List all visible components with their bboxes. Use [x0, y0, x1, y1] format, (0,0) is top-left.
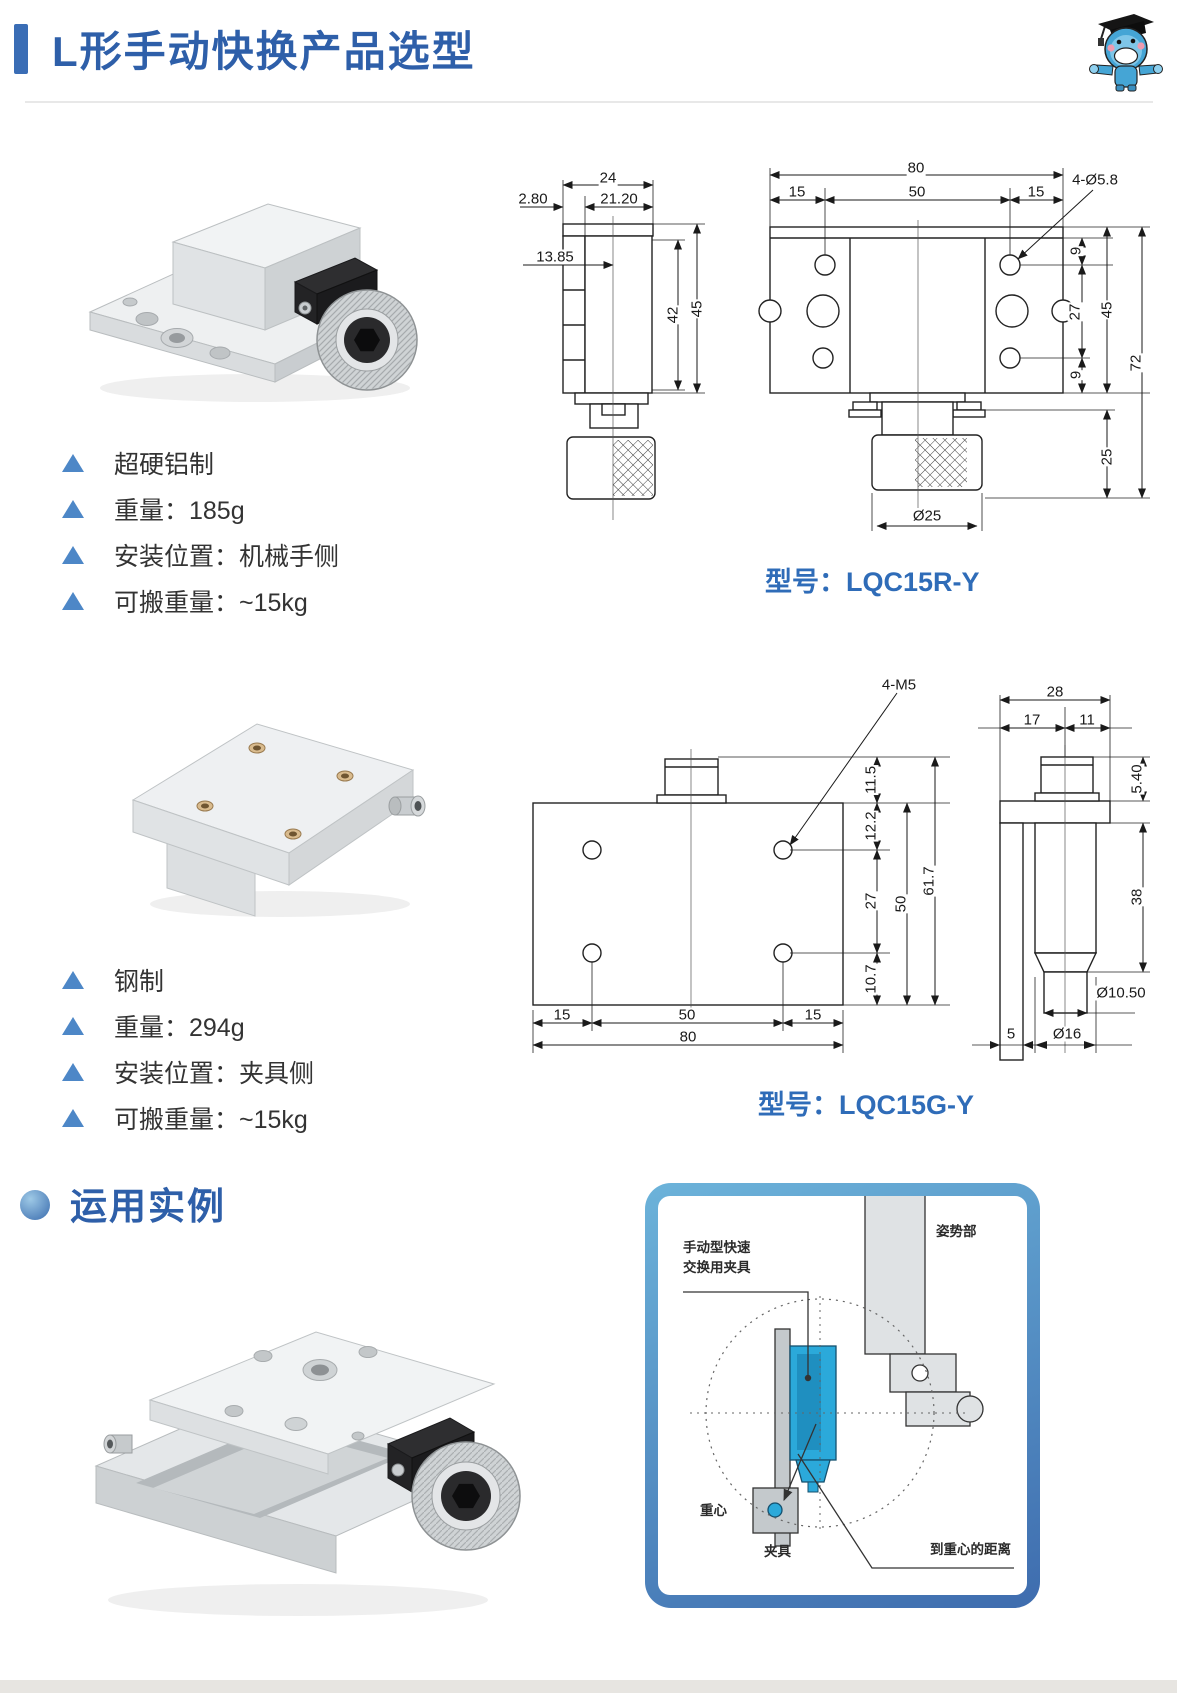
section-title: 运用实例 — [70, 1186, 226, 1227]
triangle-bullet-icon — [62, 1109, 84, 1127]
label-center-of-gravity: 重心 — [700, 1503, 727, 1518]
spec-text: 可搬重量：~15kg — [114, 589, 308, 617]
dim-label: Ø10.50 — [1095, 984, 1147, 1002]
dim-label: 15 — [787, 183, 807, 201]
dim-label: 15 — [803, 1006, 823, 1024]
label-quick-change-clamp: 手动型快速 交换用夹具 — [683, 1240, 751, 1275]
dim-label: 15 — [552, 1006, 572, 1024]
page-title: L形手动快换产品选型 — [52, 28, 476, 75]
footer-band — [0, 1680, 1177, 1693]
application-diagram: 手动型快速 交换用夹具 姿势部 重心 夹具 到重心的距离 — [658, 1196, 1027, 1595]
dim-label: 50 — [677, 1006, 697, 1024]
dim-label: 50 — [892, 894, 910, 914]
dim-label: 42 — [664, 305, 682, 325]
dim-label: 80 — [906, 159, 926, 177]
spec-text: 可搬重量：~15kg — [114, 1106, 308, 1134]
technical-drawing-lqc15g: 4-M5 11.5 12.2 27 10.7 50 61.7 15 50 15 … — [495, 645, 1155, 1080]
label-fixture: 夹具 — [764, 1544, 791, 1559]
technical-drawing-lqc15r: 24 21.20 2.80 13.85 42 45 80 15 50 15 4-… — [445, 128, 1155, 548]
triangle-bullet-icon — [62, 592, 84, 610]
dim-label: 9 — [1067, 369, 1085, 381]
spec-row: 钢制 — [62, 962, 164, 998]
dim-label: 11.5 — [862, 764, 880, 796]
section-bullet-icon — [20, 1190, 50, 1220]
dim-label: 13.85 — [535, 248, 575, 266]
label-distance-to-cog: 到重心的距离 — [930, 1542, 1011, 1557]
dim-label: 27 — [1066, 302, 1084, 322]
spec-text: 钢制 — [114, 968, 165, 996]
spec-text: 重量：185g — [114, 497, 245, 525]
side-view — [999, 756, 1111, 1061]
dim-label: 12.2 — [862, 810, 880, 842]
spec-row: 安装位置：夹具侧 — [62, 1054, 314, 1090]
triangle-bullet-icon — [62, 1063, 84, 1081]
spec-row: 可搬重量：~15kg — [62, 1100, 308, 1136]
dim-label: 28 — [1045, 683, 1065, 701]
dim-label: 50 — [907, 183, 927, 201]
dim-label: 2.80 — [517, 190, 549, 208]
spec-text: 超硬铝制 — [114, 451, 215, 479]
model-number: 型号：LQC15R-Y — [765, 567, 980, 597]
spec-row: 安装位置：机械手侧 — [62, 537, 339, 573]
product-photo-lqc15g — [105, 648, 455, 928]
dim-label: 5.40 — [1128, 763, 1146, 795]
dim-label: 61.7 — [920, 865, 938, 897]
dim-label: 21.20 — [599, 190, 639, 208]
spec-text: 重量：294g — [114, 1014, 245, 1042]
triangle-bullet-icon — [62, 500, 84, 518]
dim-label: 10.7 — [862, 963, 880, 995]
dim-label: Ø16 — [1051, 1025, 1083, 1043]
dim-label: 4-M5 — [880, 676, 918, 694]
spec-row: 重量：294g — [62, 1008, 245, 1044]
dim-label: 4-Ø5.8 — [1071, 171, 1119, 189]
front-view — [532, 758, 844, 1006]
spec-row: 重量：185g — [62, 491, 245, 527]
model-number: 型号：LQC15G-Y — [758, 1090, 975, 1120]
label-pose-unit: 姿势部 — [936, 1224, 977, 1239]
dim-label: Ø25 — [911, 507, 943, 525]
dim-label: 27 — [862, 891, 880, 911]
triangle-bullet-icon — [62, 1017, 84, 1035]
triangle-bullet-icon — [62, 454, 84, 472]
dim-label: 45 — [688, 299, 706, 319]
dim-label: 25 — [1098, 447, 1116, 467]
dim-label: 17 — [1022, 711, 1042, 729]
dim-label: 15 — [1026, 183, 1046, 201]
front-view — [758, 226, 1075, 491]
application-diagram-frame: 手动型快速 交换用夹具 姿势部 重心 夹具 到重心的距离 — [645, 1183, 1040, 1608]
product-photo-lqc15r — [55, 112, 455, 417]
application-photo — [58, 1248, 538, 1633]
spec-text: 安装位置：夹具侧 — [114, 1060, 315, 1088]
spec-row: 可搬重量：~15kg — [62, 583, 308, 619]
mascot-icon — [1082, 8, 1166, 92]
triangle-bullet-icon — [62, 546, 84, 564]
header-divider — [25, 101, 1153, 103]
dim-label: 72 — [1127, 353, 1145, 373]
title-accent-bar — [14, 24, 28, 74]
dim-label: 38 — [1128, 887, 1146, 907]
dim-label: 9 — [1067, 245, 1085, 257]
dim-label: 11 — [1078, 711, 1096, 729]
side-view — [562, 223, 656, 500]
dim-label: 80 — [678, 1028, 698, 1046]
spec-row: 超硬铝制 — [62, 445, 214, 481]
dim-label: 45 — [1098, 300, 1116, 320]
spec-text: 安装位置：机械手侧 — [114, 543, 340, 571]
triangle-bullet-icon — [62, 971, 84, 989]
mascot-graphic — [1089, 14, 1163, 92]
dim-label: 24 — [598, 169, 618, 187]
dim-label: 5 — [1005, 1025, 1017, 1043]
